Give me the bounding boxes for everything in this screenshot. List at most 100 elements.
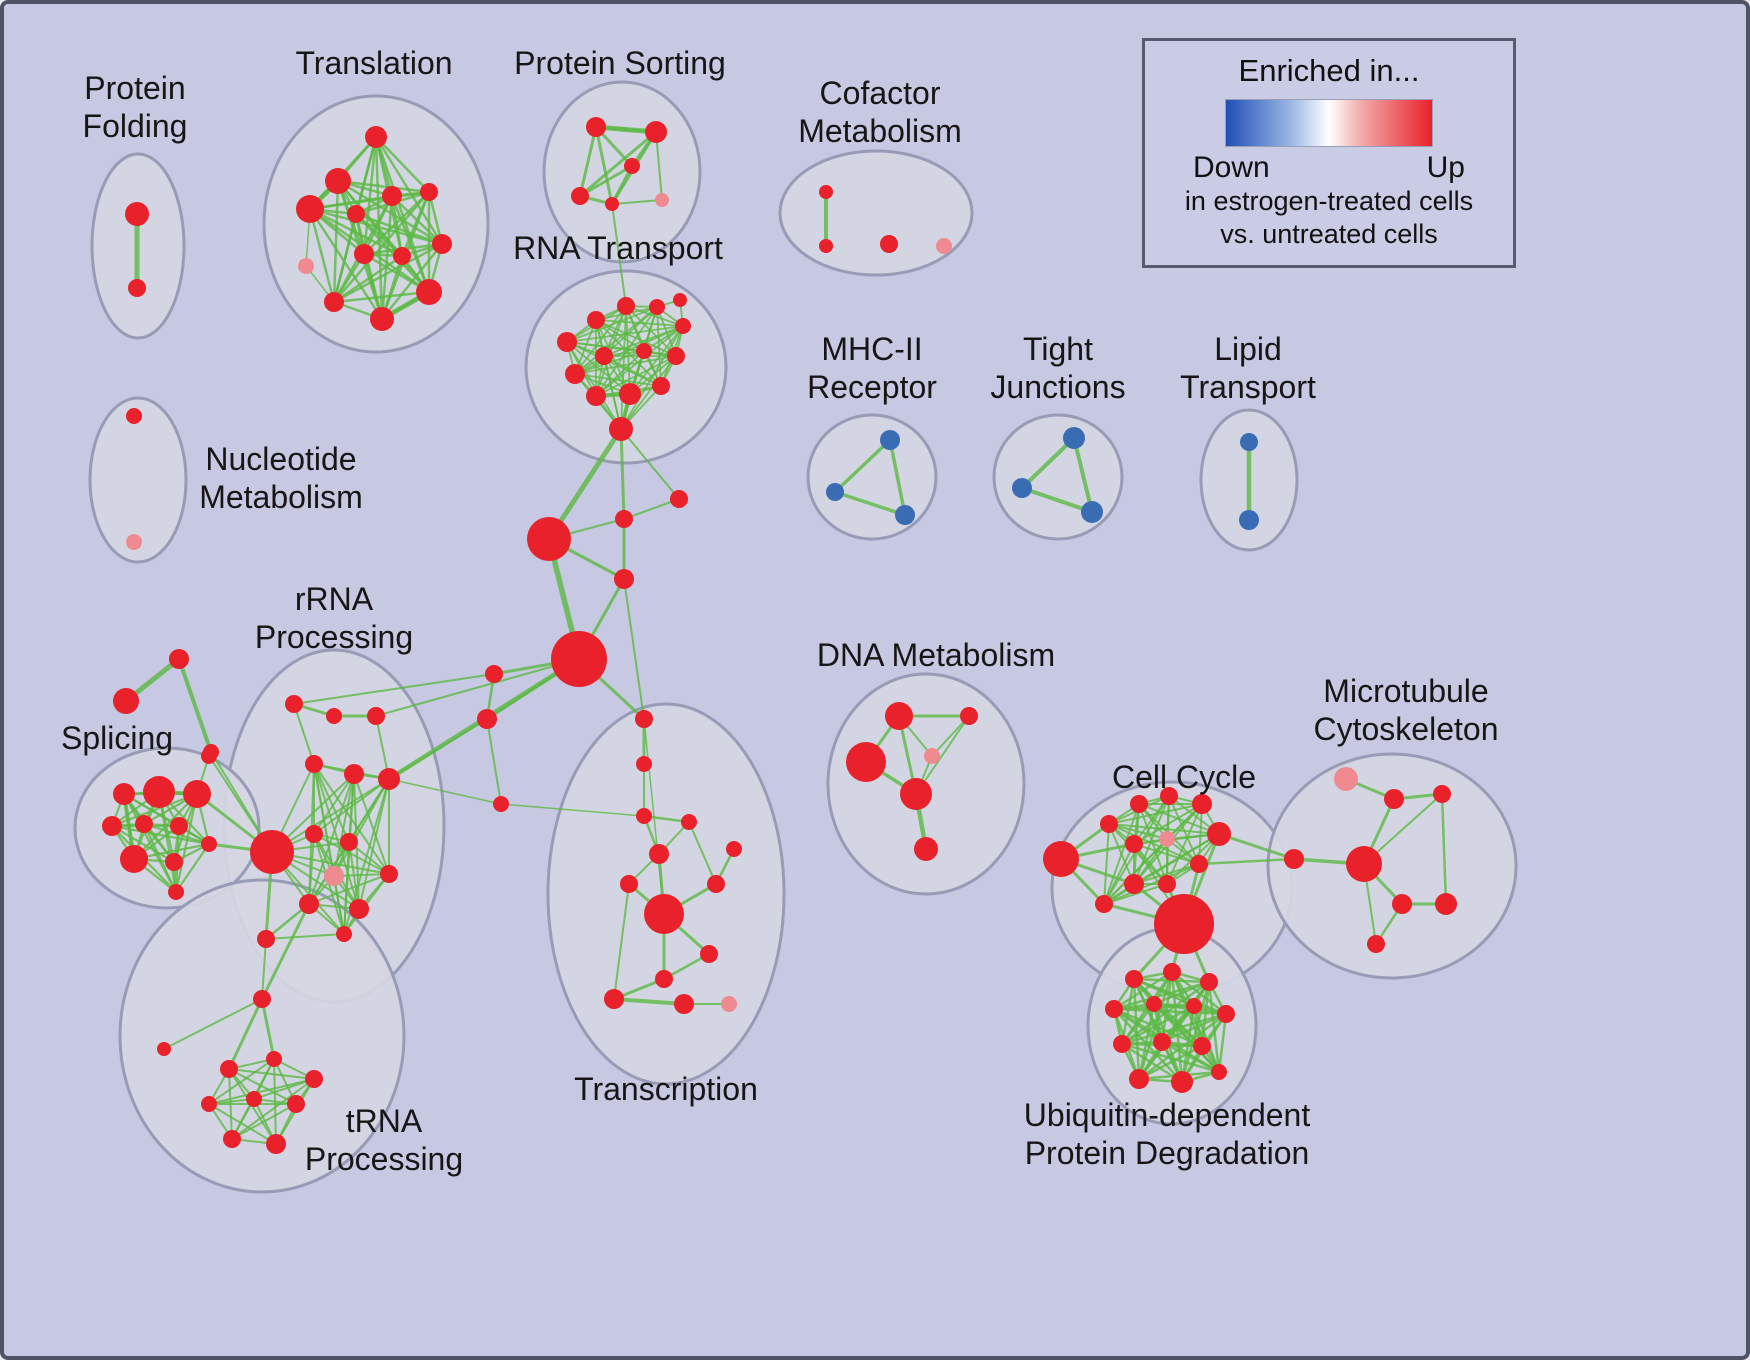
edge	[1103, 843, 1135, 905]
edge	[293, 703, 315, 765]
edge	[374, 135, 431, 194]
node-up-red	[900, 778, 932, 810]
edge	[390, 194, 404, 258]
edge	[1180, 980, 1211, 1084]
node-up-red	[380, 865, 398, 883]
node-up-red	[347, 205, 365, 223]
node-up-red	[652, 377, 670, 395]
cluster-ellipse-tight-junctions	[992, 413, 1124, 541]
edge	[362, 194, 394, 256]
edge	[1197, 857, 1296, 866]
node-up-red	[365, 126, 387, 148]
node-up-red	[1193, 1037, 1211, 1055]
node-up-red	[299, 894, 319, 914]
cluster-label-rrna-processing: rRNA	[295, 581, 374, 617]
edge	[620, 325, 684, 430]
edge	[1103, 803, 1140, 905]
node-down-blue	[895, 505, 915, 525]
edge	[380, 194, 394, 321]
node-up-red	[143, 776, 175, 808]
edge	[594, 125, 614, 206]
node-up-red	[644, 894, 684, 934]
edge	[500, 803, 645, 817]
node-up-red	[253, 990, 271, 1008]
edge	[1137, 1044, 1204, 1081]
node-up-red	[102, 816, 122, 836]
edge	[643, 718, 665, 915]
node-up-red	[636, 808, 652, 824]
edge	[400, 190, 431, 258]
cluster-label-trna-processing: Processing	[305, 1141, 463, 1177]
edge	[574, 305, 627, 375]
node-up-red	[614, 569, 634, 589]
node-up-red	[1163, 963, 1181, 981]
edge	[595, 319, 645, 352]
node-up-red	[1346, 846, 1382, 882]
edge	[1137, 1002, 1156, 1081]
node-up-red	[1160, 787, 1178, 805]
node-down-blue	[1012, 478, 1032, 498]
node-up-red	[1367, 935, 1385, 953]
edge	[174, 842, 211, 894]
edge	[888, 438, 907, 517]
node-up-red	[183, 780, 211, 808]
edge	[308, 207, 336, 304]
node-up-red	[620, 875, 638, 893]
node-slightly-up-pink	[721, 996, 737, 1012]
node-up-red	[1105, 1000, 1123, 1018]
nodes-layer	[102, 117, 1457, 1154]
node-up-red	[667, 347, 685, 365]
edge	[260, 902, 311, 1001]
edge	[486, 718, 502, 805]
edge	[208, 1103, 277, 1145]
edge	[566, 341, 631, 395]
cluster-ellipse-mhc-ii-receptor	[806, 413, 938, 541]
cluster-label-rna-transport: RNA Transport	[513, 230, 723, 266]
cluster-label-trna-processing: tRNA	[346, 1103, 423, 1139]
node-up-red	[681, 814, 697, 830]
node-up-red	[880, 235, 898, 253]
node-up-red	[655, 970, 673, 988]
edge	[1072, 436, 1094, 514]
node-up-red	[1095, 895, 1113, 913]
node-up-red	[1190, 855, 1208, 873]
legend-caption-line1: in estrogen-treated cells	[1184, 186, 1474, 216]
edge	[1152, 980, 1211, 1006]
edge	[613, 883, 630, 1000]
node-up-red	[1433, 785, 1451, 803]
edge	[332, 179, 340, 304]
node-up-red	[846, 742, 886, 782]
edge	[208, 1058, 275, 1105]
cluster-ellipse-transcription	[546, 702, 786, 1086]
node-up-red	[296, 195, 324, 223]
edge	[308, 873, 390, 905]
node-up-red	[203, 744, 219, 760]
node-up-red	[586, 386, 606, 406]
cluster-label-mhc-ii-receptor: MHC-II	[821, 331, 922, 367]
node-up-red	[336, 926, 352, 942]
edge	[308, 207, 384, 321]
node-slightly-up-pink	[324, 866, 344, 886]
edge	[1217, 832, 1296, 861]
node-up-red	[595, 347, 613, 365]
node-up-red	[324, 292, 344, 312]
cluster-label-microtubule-cytoskeleton: Microtubule	[1323, 673, 1488, 709]
edge	[332, 242, 444, 304]
node-up-red	[960, 707, 978, 725]
edge	[343, 841, 350, 935]
node-up-red	[1186, 998, 1202, 1014]
edge	[620, 305, 627, 430]
node-up-red	[1207, 822, 1231, 846]
edge	[833, 490, 907, 517]
edge	[208, 1078, 315, 1105]
cluster-label-ubiquitin-degradation: Ubiquitin-dependent	[1024, 1097, 1311, 1133]
node-up-red	[477, 709, 497, 729]
node-up-red	[349, 899, 369, 919]
node-up-red	[1146, 996, 1162, 1012]
edge	[358, 778, 390, 910]
node-slightly-up-pink	[655, 193, 669, 207]
edge	[656, 306, 662, 387]
node-up-red	[605, 197, 619, 211]
